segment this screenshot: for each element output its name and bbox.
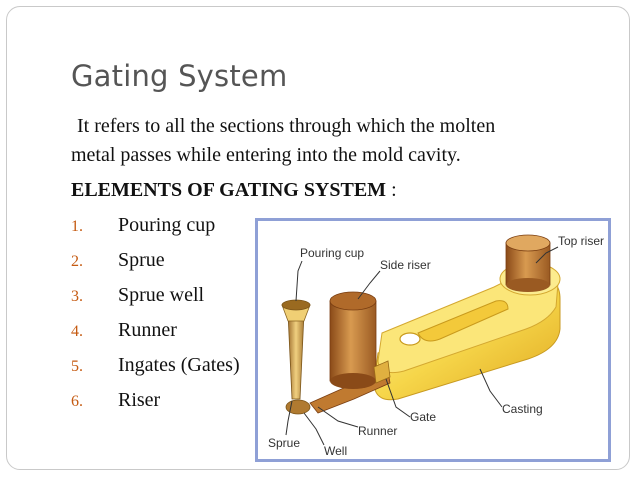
label-sprue: Sprue [268,436,300,450]
list-item: 3. Sprue well [71,278,240,313]
intro-line-2: metal passes while entering into the mol… [71,144,461,166]
list-item-label: Sprue well [118,284,205,306]
list-item: 5. Ingates (Gates) [71,348,240,383]
intro-paragraph: It refers to all the sections through wh… [71,112,591,170]
label-runner: Runner [358,424,397,438]
sprue [287,312,305,400]
label-casting: Casting [502,402,543,416]
list-item: 1. Pouring cup [71,208,240,243]
elements-heading-colon: : [386,179,397,201]
list-item-number: 6. [71,393,83,410]
list-item-label: Runner [118,319,177,341]
gate [373,360,391,384]
side-riser-cap [329,291,377,311]
side-riser [329,300,377,382]
top-riser-base [506,278,550,292]
gating-system-diagram: Pouring cup Side riser Top riser Gate Ru… [255,218,611,462]
page-title: Gating System [71,59,288,93]
list-item-number: 1. [71,218,83,235]
list-item-number: 3. [71,288,83,305]
casting-slot [417,300,509,342]
label-gate: Gate [410,410,436,424]
gating-diagram-svg: Pouring cup Side riser Top riser Gate Ru… [268,234,604,458]
intro-line-1: It refers to all the sections through wh… [77,115,496,137]
list-item-number: 5. [71,358,83,375]
label-top-riser: Top riser [558,234,604,248]
list-item: 2. Sprue [71,243,240,278]
list-item-label: Ingates (Gates) [118,354,240,376]
side-riser-base [330,373,376,389]
label-well: Well [324,444,347,458]
list-item-number: 2. [71,253,83,270]
slide: Gating System It refers to all the secti… [6,6,630,470]
label-side-riser: Side riser [380,258,431,272]
elements-heading: ELEMENTS OF GATING SYSTEM : [71,179,397,202]
list-item-number: 4. [71,323,83,340]
list-item: 4. Runner [71,313,240,348]
list-item-label: Riser [118,389,161,411]
list-item: 6. Riser [71,383,240,418]
list-item-label: Pouring cup [118,214,216,236]
elements-list: 1. Pouring cup 2. Sprue 3. Sprue well 4. Run… [71,208,240,418]
pouring-cup-rim [281,299,311,311]
casting-hole [399,332,421,346]
elements-heading-text: ELEMENTS OF GATING SYSTEM [71,179,387,201]
list-item-label: Sprue [118,249,165,271]
top-riser-cap [505,234,551,252]
label-pouring-cup: Pouring cup [300,246,364,260]
